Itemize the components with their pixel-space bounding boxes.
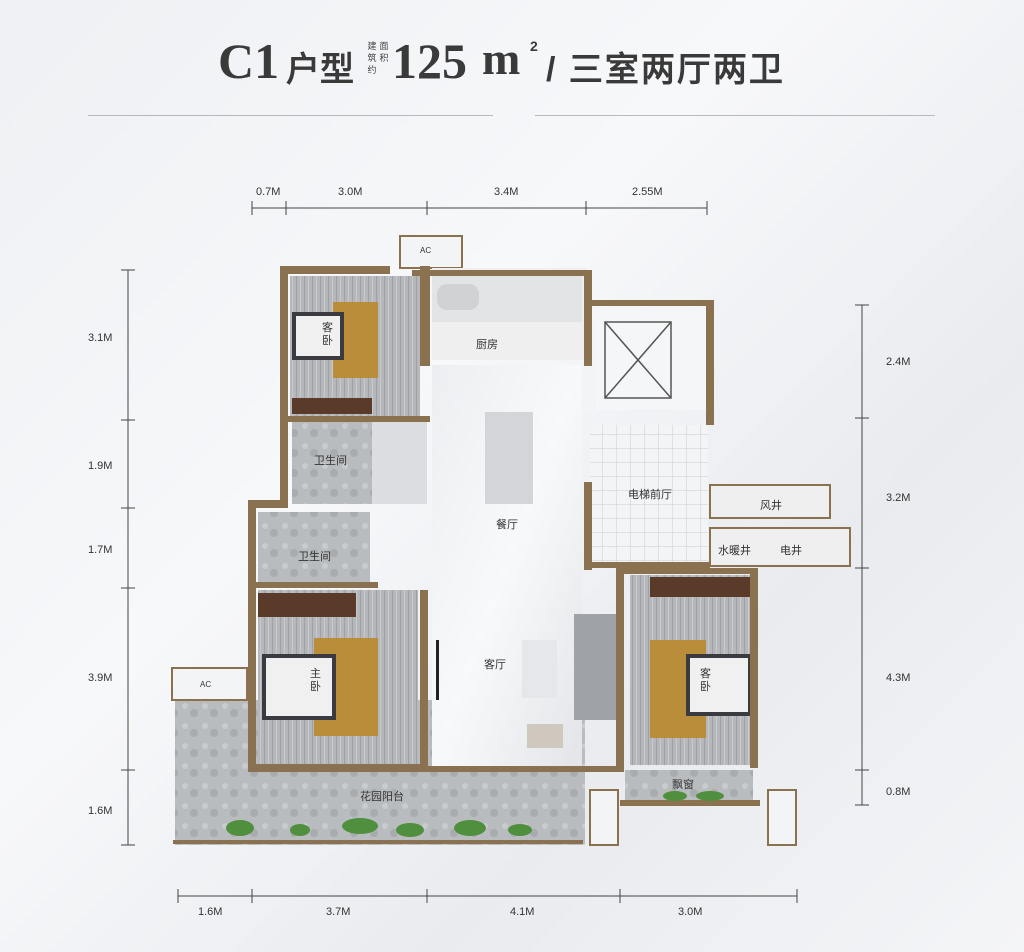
room-label-garden-balcony: 花园阳台	[360, 791, 404, 803]
room-label-master-bedroom: 主卧	[310, 668, 321, 693]
ac-label-top: AC	[420, 246, 432, 255]
elevator-shaft	[596, 310, 706, 410]
caption-char: 积	[379, 53, 389, 63]
caption-char: 建	[367, 41, 377, 51]
room-label-kitchen: 厨房	[476, 339, 498, 351]
dim-right-1: 2.4M	[886, 356, 911, 368]
dim-top-1: 0.7M	[256, 186, 281, 198]
dim-left-3: 1.7M	[88, 544, 113, 556]
dim-left-1: 3.1M	[88, 332, 113, 344]
dimension-lines	[121, 201, 869, 903]
wardrobe-icon	[292, 398, 372, 414]
caption-char: 筑	[367, 53, 377, 63]
sink-icon	[437, 284, 479, 310]
dim-bottom-2: 3.7M	[326, 906, 351, 918]
header-rule-left	[88, 115, 493, 116]
dim-top-3: 3.4M	[494, 186, 519, 198]
tv-icon	[436, 640, 439, 700]
caption-char: 面	[379, 41, 389, 51]
ac-unit-bottom-right	[767, 789, 797, 846]
dim-left-2: 1.9M	[88, 460, 113, 472]
ac-label-left: AC	[200, 680, 212, 689]
bathroom-2-floor	[258, 512, 370, 584]
room-label-air-shaft: 风井	[760, 500, 782, 512]
dim-left-4: 3.9M	[88, 672, 113, 684]
ac-unit-top	[399, 235, 463, 269]
room-label-guest-bedroom-right: 客卧	[700, 668, 711, 693]
dim-right-3: 4.3M	[886, 672, 911, 684]
elevator-lobby-floor	[590, 425, 708, 565]
room-label-water-shaft: 水暖井	[718, 545, 751, 557]
title-type-label: 户型	[286, 51, 354, 89]
header-rule-right	[535, 115, 935, 116]
dining-table-icon	[485, 412, 533, 504]
dim-right-2: 3.2M	[886, 492, 911, 504]
room-label-living: 客厅	[484, 659, 506, 671]
title-unit-code: C1	[218, 33, 280, 89]
title-room-layout: / 三室两厅两卫	[546, 51, 785, 89]
water-electric-shaft	[709, 527, 851, 567]
caption-char: 约	[367, 65, 377, 75]
bay-window-floor	[625, 770, 753, 802]
title-area-unit: m	[482, 33, 521, 84]
dim-bottom-4: 3.0M	[678, 906, 703, 918]
ottoman-icon	[527, 724, 563, 748]
sofa-icon	[574, 614, 618, 720]
ac-unit-left	[171, 667, 248, 701]
room-label-bay-window: 飘窗	[672, 779, 694, 791]
room-label-guest-bedroom-top: 客卧	[322, 322, 335, 348]
dim-right-4: 0.8M	[886, 786, 911, 798]
dim-left-5: 1.6M	[88, 805, 113, 817]
room-label-bathroom-2: 卫生间	[298, 551, 331, 563]
dim-bottom-1: 1.6M	[198, 906, 223, 918]
room-label-elevator-lobby: 电梯前厅	[628, 489, 672, 501]
ac-unit-bottom-mid	[589, 789, 619, 846]
title-area-value: 125	[392, 33, 467, 89]
dim-top-4: 2.55M	[632, 186, 663, 198]
title-area-superscript: 2	[530, 38, 538, 54]
plant-icons	[226, 791, 724, 837]
dim-top-2: 3.0M	[338, 186, 363, 198]
title-area-caption: 建 面 筑 积 约	[366, 40, 390, 76]
coffee-table-icon	[522, 640, 557, 698]
room-label-dining: 餐厅	[496, 519, 518, 531]
air-shaft	[709, 484, 831, 519]
room-label-bathroom-1: 卫生间	[314, 455, 347, 467]
walls	[173, 266, 760, 844]
room-label-electric-shaft: 电井	[780, 545, 802, 557]
bathroom-1-floor	[292, 422, 372, 504]
dim-bottom-3: 4.1M	[510, 906, 535, 918]
